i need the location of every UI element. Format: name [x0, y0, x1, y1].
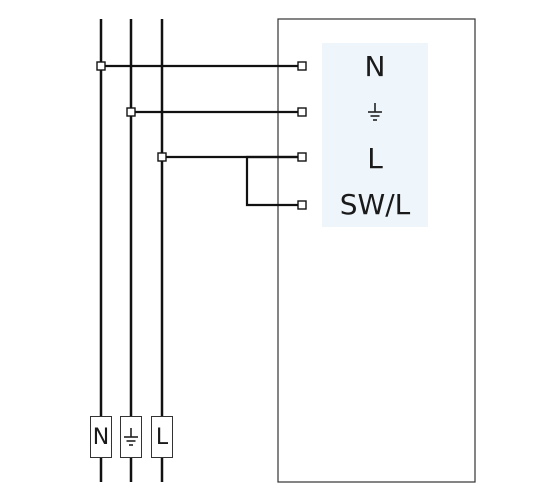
terminal-node-n	[297, 61, 307, 71]
ground-icon	[124, 428, 138, 446]
jumper-wire	[245, 155, 302, 207]
bus-tag-n: N	[90, 416, 112, 458]
bus-tag-l: L	[151, 416, 173, 458]
terminal-label-n: N	[322, 43, 428, 90]
terminal-label-l: L	[322, 135, 428, 182]
terminal-label-ground	[322, 89, 428, 136]
ground-icon	[368, 103, 382, 121]
bus-tag-ground	[120, 416, 142, 458]
terminal-node-l	[297, 152, 307, 162]
terminal-label-sw-l-text: SW/L	[339, 187, 411, 221]
terminal-node-sw-l	[297, 200, 307, 210]
junction-n	[96, 61, 106, 71]
junction-l	[157, 152, 167, 162]
junction-ground	[126, 107, 136, 117]
terminal-label-l-text: L	[367, 141, 383, 175]
terminal-label-sw-l: SW/L	[322, 181, 428, 227]
bus-tag-l-text: L	[155, 424, 169, 450]
bus-tag-n-text: N	[92, 424, 110, 450]
terminal-node-ground	[297, 107, 307, 117]
terminal-label-n-text: N	[364, 49, 386, 83]
